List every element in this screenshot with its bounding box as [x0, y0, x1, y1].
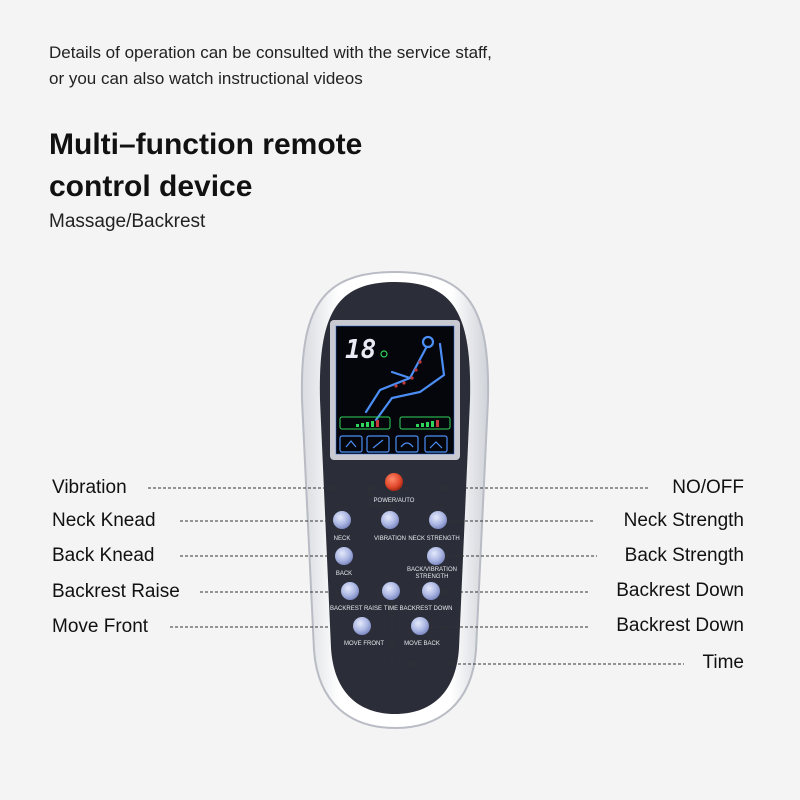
move-front-label: MOVE FRONT	[344, 641, 384, 647]
callout-time: Time	[702, 652, 744, 673]
strength-bars-right	[416, 420, 439, 427]
page-title: Multi–function remote control device	[49, 124, 362, 208]
callout-backrest-down-2: Backrest Down	[616, 615, 744, 636]
callout-no-off: NO/OFF	[672, 477, 744, 498]
callout-neck-knead: Neck Knead	[52, 510, 156, 531]
backrest-raise-label: BACKREST RAISE	[330, 606, 382, 612]
lcd-timer: 18	[345, 335, 376, 365]
intro-line-2: or you can also watch instructional vide…	[49, 69, 363, 88]
page-subtitle: Massage/Backrest	[49, 211, 206, 232]
backrest-down-button[interactable]	[422, 582, 440, 600]
power-auto-button[interactable]	[385, 473, 403, 491]
callout-vibration: Vibration	[52, 477, 127, 498]
callout-neck-strength: Neck Strength	[623, 510, 744, 531]
time-button[interactable]	[382, 582, 400, 600]
back-vibration-strength-label-2: STRENGTH	[416, 574, 449, 580]
neck-strength-button[interactable]	[429, 511, 447, 529]
intro-line-1: Details of operation can be consulted wi…	[49, 43, 492, 62]
vibration-button[interactable]	[381, 511, 399, 529]
time-label: TIME	[384, 606, 398, 612]
back-button[interactable]	[335, 547, 353, 565]
strength-bars-left	[356, 420, 379, 427]
back-label: BACK	[336, 571, 352, 577]
move-front-button[interactable]	[353, 617, 371, 635]
neck-label: NECK	[334, 536, 351, 542]
neck-button[interactable]	[333, 511, 351, 529]
callout-backrest-down-1: Backrest Down	[616, 580, 744, 601]
back-vibration-strength-button[interactable]	[427, 547, 445, 565]
leader-lines	[148, 487, 684, 665]
backrest-raise-button[interactable]	[341, 582, 359, 600]
backrest-down-label: BACKREST DOWN	[400, 606, 453, 612]
massage-zone-dots	[394, 360, 422, 388]
vibration-label: VIBRATION	[374, 536, 406, 542]
neck-strength-label: NECK STRENGTH	[408, 536, 459, 542]
title-line-1: Multi–function remote	[49, 128, 363, 161]
callout-move-front: Move Front	[52, 616, 149, 637]
callout-backrest-raise: Backrest Raise	[52, 581, 180, 602]
power-auto-label: POWER/AUTO	[374, 498, 415, 504]
callout-back-knead: Back Knead	[52, 545, 155, 566]
lcd-screen	[336, 326, 454, 454]
mode-icons	[339, 435, 448, 453]
callout-back-strength: Back Strength	[624, 545, 744, 566]
timer-icon	[380, 350, 388, 358]
title-line-2: control device	[49, 170, 253, 203]
back-vibration-strength-label-1: BACK/VIBRATION	[407, 567, 457, 573]
move-back-label: MOVE BACK	[404, 641, 440, 647]
move-back-button[interactable]	[411, 617, 429, 635]
massage-figure-icon	[364, 335, 446, 422]
intro-text: Details of operation can be consulted wi…	[49, 40, 492, 92]
